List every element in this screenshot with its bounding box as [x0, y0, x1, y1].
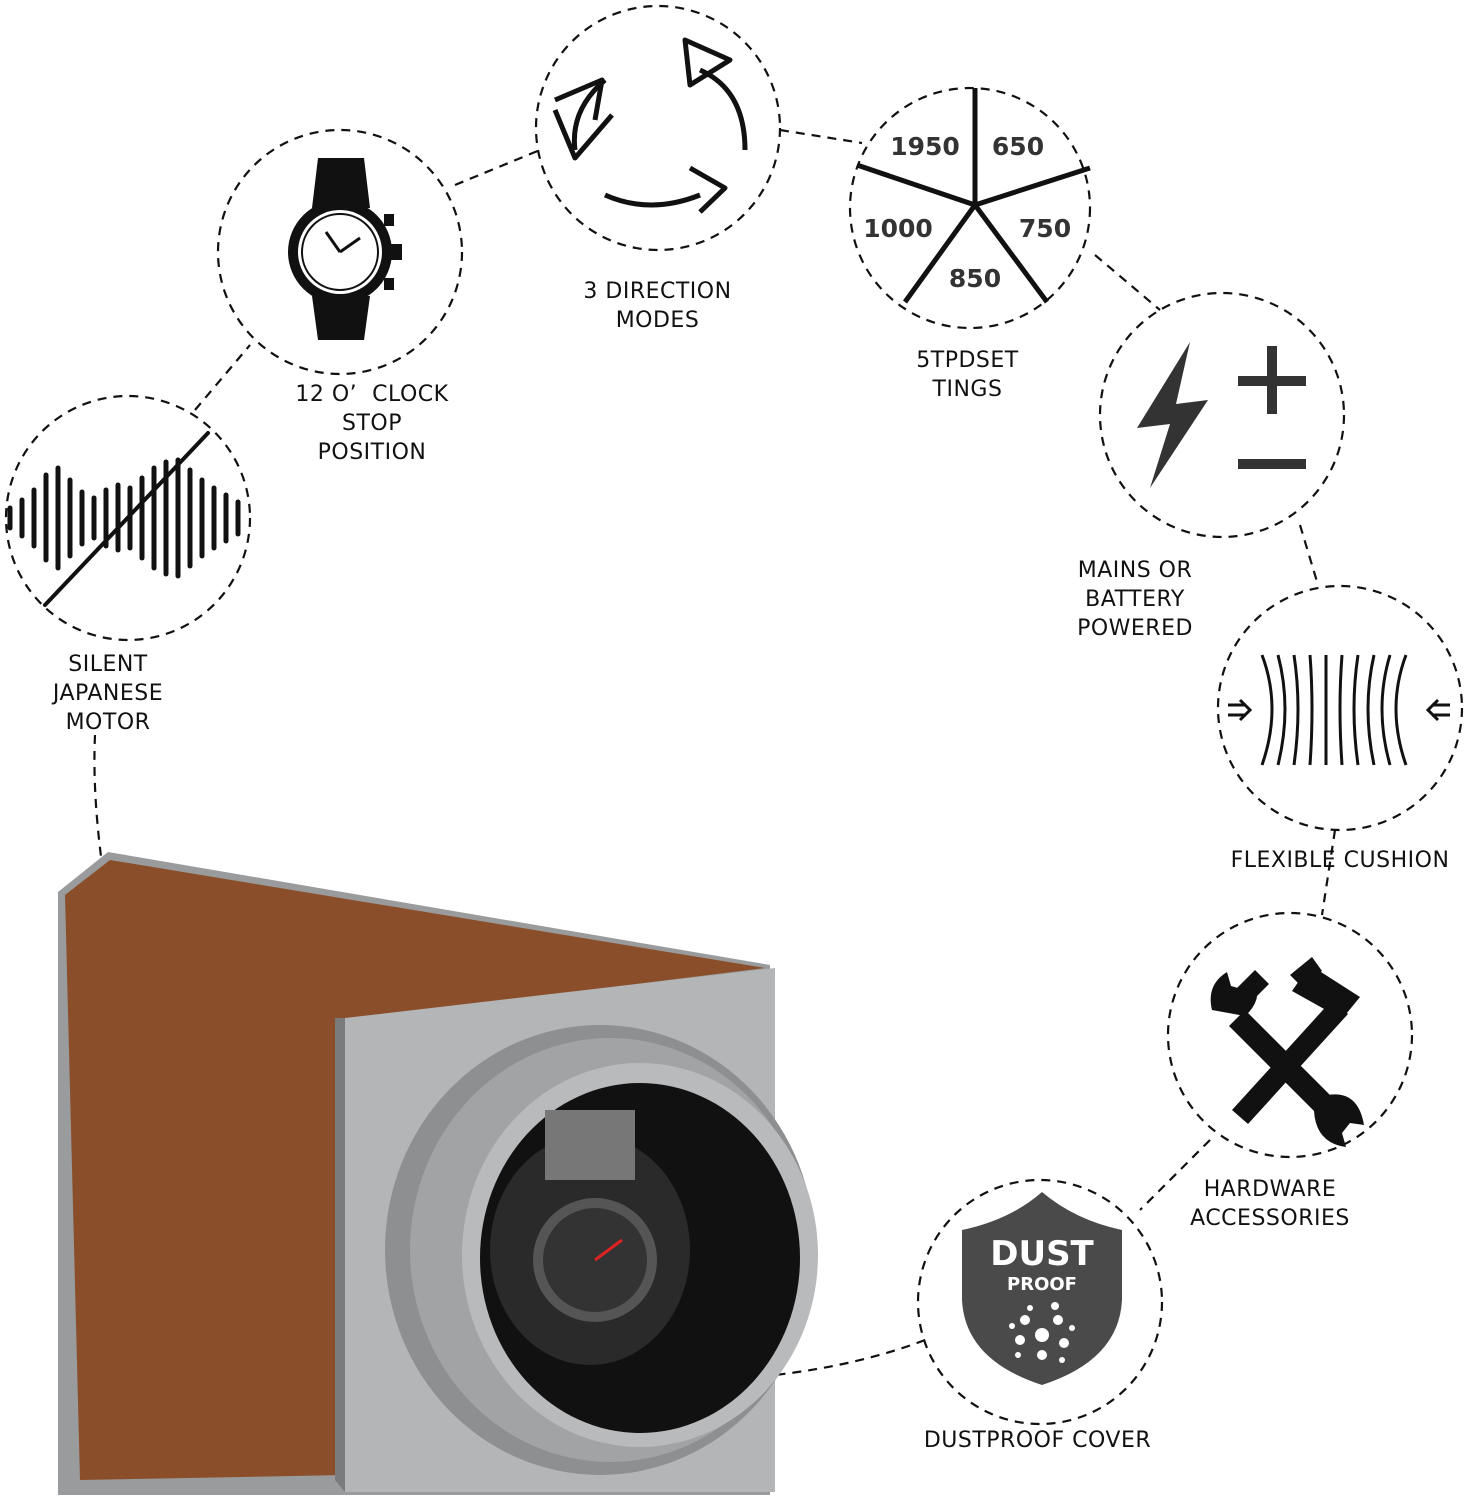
tpd-value: 650 — [992, 132, 1044, 161]
tpd-value: 750 — [1019, 214, 1071, 243]
feature-label-power: MAINS OR BATTERY POWERED — [1077, 558, 1193, 641]
wrench-hammer-icon — [1210, 957, 1364, 1147]
feature-label-dustproof: DUSTPROOF COVER — [923, 1428, 1152, 1453]
feature-circle — [1216, 584, 1464, 832]
watch-winder-product — [58, 852, 818, 1495]
tpd-value: 850 — [949, 264, 1001, 293]
tpd-value: 1000 — [863, 214, 933, 243]
feature-circle — [916, 1178, 1164, 1426]
connector-line — [774, 1338, 926, 1377]
dust-proof-shield-icon: DUST PROOF — [962, 1192, 1122, 1385]
feature-label-hardware: HARDWARE ACCESSORIES — [1190, 1177, 1350, 1231]
feature-label-direction-modes: 3 DIRECTION MODES — [583, 279, 732, 333]
connector-line — [194, 344, 251, 411]
power-plus-minus-icon — [1137, 342, 1306, 488]
tpd-value: 1950 — [890, 132, 960, 161]
feature-circle — [848, 86, 1092, 330]
connector-line — [1320, 829, 1337, 916]
feature-label-flexible-cushion: FLEXIBLE CUSHION — [1230, 848, 1450, 873]
feature-circle — [1098, 291, 1346, 539]
feature-label-stop-position: 12 O’ CLOCK STOP POSITION — [295, 382, 449, 465]
feature-circle — [216, 128, 464, 376]
rotation-arrows-icon — [552, 37, 748, 214]
tpd-settings-icon: 1950 650 1000 750 850 — [856, 88, 1091, 304]
connector-line — [1298, 524, 1320, 586]
cushion-compress-icon — [1228, 654, 1450, 766]
dust-badge-text: DUST — [990, 1234, 1094, 1274]
proof-badge-text: PROOF — [1007, 1274, 1077, 1295]
wristwatch-icon — [288, 158, 402, 340]
feature-circle — [1166, 911, 1414, 1159]
connector-line — [454, 148, 541, 187]
connector-line — [1139, 1139, 1211, 1211]
feature-label-silent-motor: SILENT JAPANESE MOTOR — [52, 652, 164, 735]
feature-circle — [4, 394, 252, 642]
connector-line — [1094, 254, 1161, 311]
feature-label-tpd-settings: 5TPDSET TINGS — [916, 348, 1019, 402]
feature-circle — [534, 4, 782, 252]
connector-line — [779, 128, 863, 145]
sound-wave-muted-icon — [7, 431, 241, 607]
